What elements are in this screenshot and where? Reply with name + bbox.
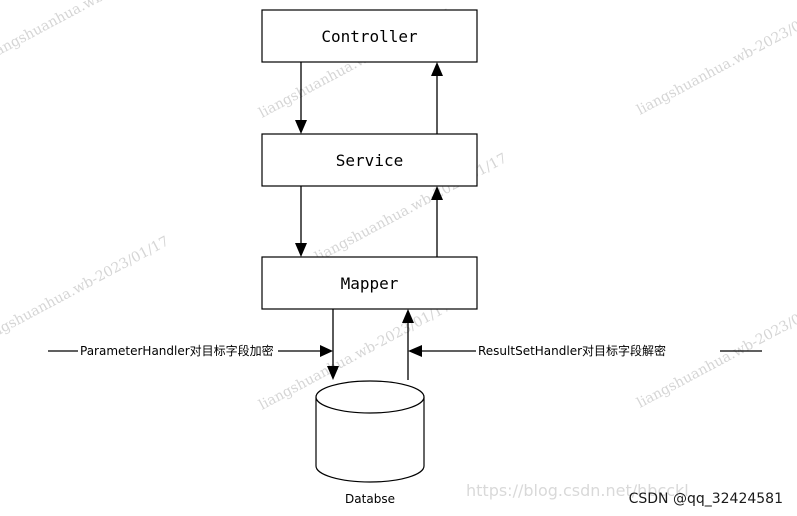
watermark: liangshuanhua.wb-2023/01/17 — [0, 233, 172, 348]
mapper-label: Mapper — [341, 274, 399, 293]
database-node: Databse — [315, 380, 425, 506]
arrowhead-icon — [320, 345, 333, 357]
edge-service-to-controller — [431, 62, 443, 134]
resultset-handler-label: ResultSetHandler对目标字段解密 — [478, 343, 666, 358]
edge-database-to-mapper — [402, 309, 414, 380]
controller-node: Controller — [261, 9, 478, 63]
blog-url-watermark: https://blog.csdn.net/hbcckl — [466, 481, 689, 500]
database-cylinder-body — [315, 397, 425, 483]
service-node: Service — [261, 133, 478, 187]
arrowhead-icon — [402, 309, 414, 323]
arrowhead-icon — [327, 366, 339, 380]
edge-controller-to-service — [295, 62, 307, 134]
mapper-node: Mapper — [261, 256, 478, 310]
arrowhead-icon — [295, 243, 307, 257]
edge-mapper-to-database — [327, 309, 339, 380]
arrowhead-icon — [295, 120, 307, 134]
author-credit: CSDN @qq_32424581 — [629, 491, 783, 507]
service-box — [261, 133, 478, 187]
arrowhead-icon — [431, 62, 443, 76]
arrowhead-icon — [408, 345, 422, 357]
parameter-handler-label: ParameterHandler对目标字段加密 — [80, 343, 274, 358]
database-cylinder-top — [315, 380, 425, 414]
watermark: liangshuanhua.wb-2023/01/17 — [0, 0, 182, 64]
resultset-handler-edge: ResultSetHandler对目标字段解密 — [408, 343, 762, 358]
edge-service-to-mapper — [295, 186, 307, 257]
mapper-box — [261, 256, 478, 310]
edge-mapper-to-service — [431, 186, 443, 257]
arrowhead-icon — [431, 186, 443, 200]
parameter-handler-edge: ParameterHandler对目标字段加密 — [48, 343, 333, 358]
watermark: liangshuanhua.wb-2023/01/17 — [634, 3, 797, 118]
controller-box — [261, 9, 478, 63]
database-label: Databse — [345, 492, 395, 506]
controller-label: Controller — [321, 27, 418, 46]
service-label: Service — [336, 151, 403, 170]
